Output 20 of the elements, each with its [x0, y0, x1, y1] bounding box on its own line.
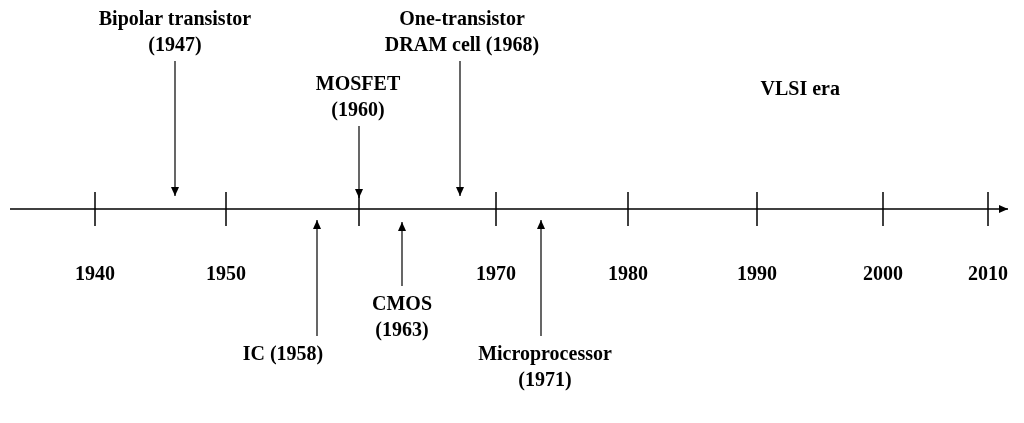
event-label: One-transistor DRAM cell (1968) [367, 5, 557, 57]
year-label: 1950 [206, 261, 246, 286]
leader-arrow [456, 60, 464, 197]
year-label: 1990 [737, 261, 777, 286]
event-label: CMOS (1963) [352, 290, 452, 342]
era-label: VLSI era [760, 76, 840, 101]
leader-arrow [171, 60, 179, 197]
year-label: 1940 [75, 261, 115, 286]
event-label: IC (1958) [223, 340, 343, 366]
year-label: 2000 [863, 261, 903, 286]
leader-arrow [313, 219, 321, 337]
year-label: 1980 [608, 261, 648, 286]
event-label: Microprocessor (1971) [455, 340, 635, 392]
leader-arrow [398, 221, 406, 287]
year-label: 1970 [476, 261, 516, 286]
leader-arrow [537, 219, 545, 337]
event-label: Bipolar transistor (1947) [75, 5, 275, 57]
leader-arrow [355, 125, 363, 199]
year-label: 2010 [968, 261, 1008, 286]
event-label: MOSFET (1960) [303, 70, 413, 122]
